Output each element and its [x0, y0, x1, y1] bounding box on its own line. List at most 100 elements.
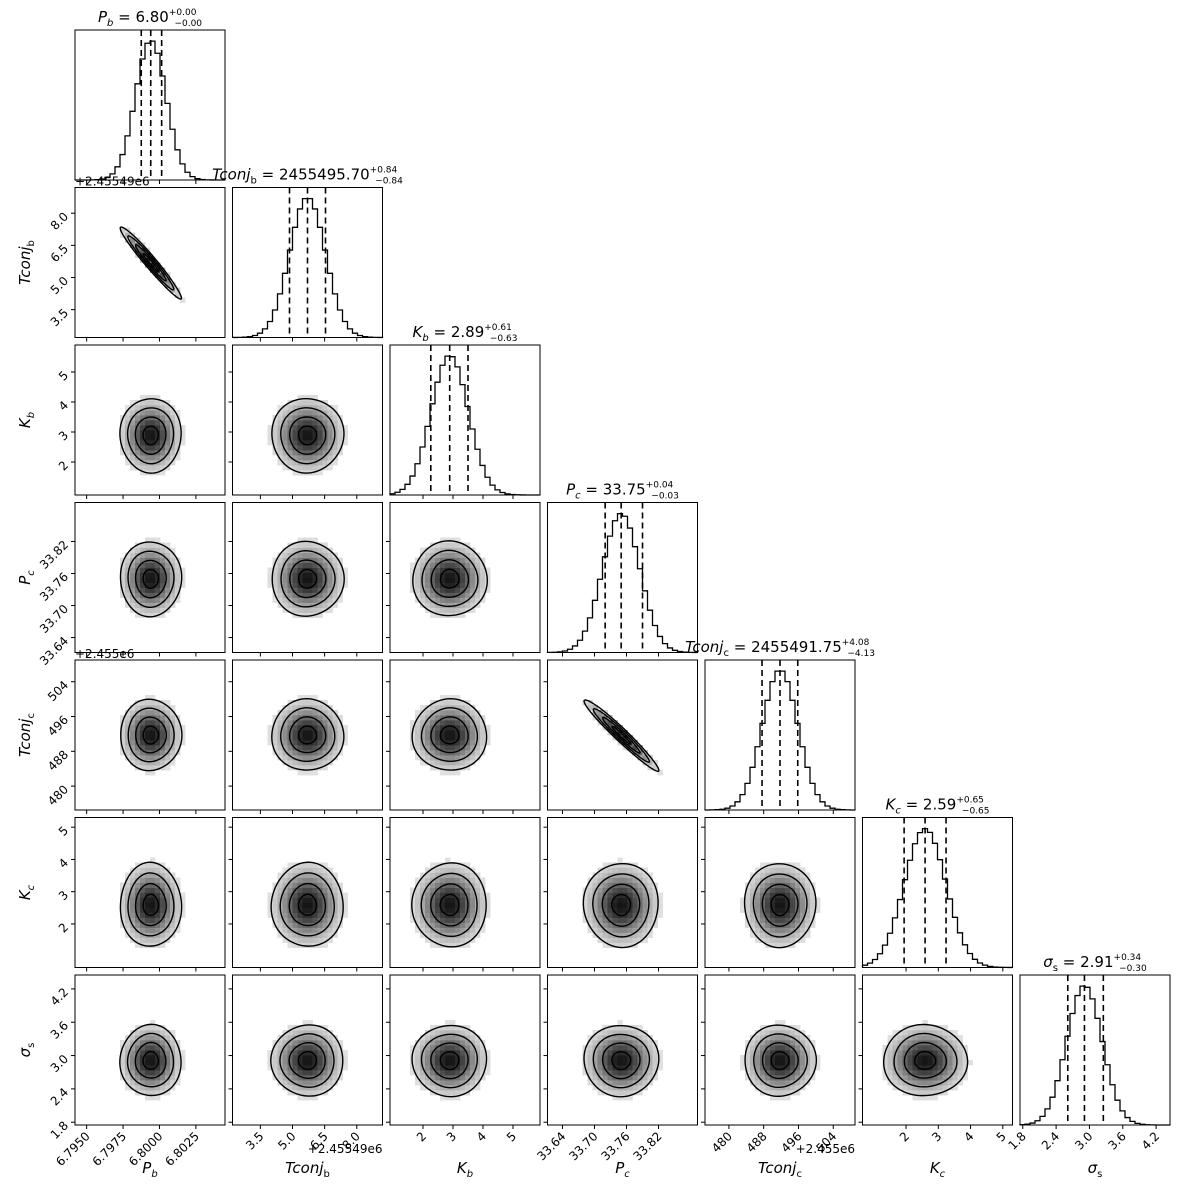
panel-frame [704, 659, 856, 811]
density-Pb-Tconjc [71, 659, 226, 814]
svg-text:5.0: 5.0 [275, 1129, 298, 1152]
y-axis-label-Kc: Kc [16, 884, 37, 900]
x-axis-label-sigmas: σs [1088, 1159, 1103, 1180]
contour-Pb-Tconjc-3 [120, 698, 183, 772]
y-tick-label-Pc-1: 33.70 [37, 602, 71, 636]
svg-text:2.4: 2.4 [48, 1085, 71, 1108]
contour-Pb-sigmas-2 [126, 1032, 175, 1088]
contour-Tconjb-Kb-1 [288, 416, 327, 455]
svg-text:33.76: 33.76 [37, 570, 71, 604]
contour-Tconjc-Kc-0 [770, 893, 790, 917]
y-tick-label-sigmas-4: 4.2 [48, 985, 71, 1008]
y-tick-label-Tconjc-0: 480 [45, 782, 71, 808]
x-axis-label-Pb: Pb [142, 1159, 157, 1180]
svg-text:2.4: 2.4 [1039, 1129, 1062, 1152]
panel-frame [232, 344, 383, 496]
contour-Pb-Tconjb-3 [119, 226, 183, 300]
x-tick-label-sigmas-3: 3.6 [1105, 1129, 1128, 1152]
y-tick-label-Kb-1: 3 [56, 428, 71, 443]
density-Pc-Tconjc [543, 659, 698, 814]
density-Kc-sigmas [858, 974, 1013, 1129]
contour-Kc-sigmas-3 [883, 1023, 969, 1097]
svg-text:4: 4 [56, 398, 71, 413]
title-Tconjb: Tconjb = 2455495.70+0.84−0.84 [212, 166, 403, 187]
histogram-step-Kb [389, 355, 541, 496]
histogram-sigmas [1019, 974, 1171, 1129]
contour-Kb-Tconjc-3 [411, 698, 488, 771]
contour-Tconjb-Kb-2 [280, 407, 336, 465]
density-Pc-Kc [543, 817, 698, 972]
svg-text:5: 5 [504, 1129, 519, 1144]
panel-frame [389, 659, 541, 811]
svg-text:4: 4 [474, 1129, 489, 1144]
y-tick-label-Kc-1: 3 [56, 888, 71, 903]
contour-Pb-Kc-2 [127, 872, 175, 937]
density-Pb-Kb [71, 344, 226, 499]
x-tick-label-Kc-2: 4 [961, 1129, 976, 1144]
x-axis-label-Pc: Pc [615, 1159, 630, 1180]
contour-Pb-Kb-1 [134, 416, 167, 455]
contour-Kc-sigmas-1 [903, 1041, 948, 1079]
contour-Pc-sigmas-3 [583, 1024, 660, 1098]
svg-text:6.8025: 6.8025 [162, 1129, 202, 1169]
panel-frame [74, 29, 226, 181]
panel-frame [547, 659, 698, 811]
density-Pb-sigmas [71, 974, 226, 1129]
histogram-step-sigmas [1019, 985, 1170, 1126]
panel-frame [232, 659, 383, 811]
svg-text:2: 2 [897, 1129, 912, 1144]
density-Pb-Tconjb [71, 187, 226, 342]
contour-Tconjb-Kc-1 [288, 882, 327, 927]
y-axis-label-Pc: Pc [16, 570, 37, 585]
contour-Tconjb-Tconjc-1 [288, 716, 327, 754]
svg-text:33.70: 33.70 [566, 1129, 600, 1163]
svg-text:480: 480 [45, 782, 71, 808]
density-Pc-sigmas [543, 974, 698, 1129]
svg-text:2: 2 [56, 458, 71, 473]
y-tick-label-Tconjc-2: 496 [45, 713, 71, 739]
contour-Tconjb-Tconjc-2 [280, 707, 336, 762]
contour-Pb-Tconjc-2 [127, 707, 175, 763]
panel-frame [389, 974, 541, 1126]
contour-Kc-sigmas-0 [914, 1050, 937, 1071]
svg-text:2: 2 [414, 1129, 429, 1144]
y-tick-label-sigmas-2: 3.0 [48, 1052, 71, 1075]
panel-frame [862, 817, 1013, 968]
y-tick-label-Tconjb-2: 6.5 [48, 242, 71, 265]
svg-text:33.70: 33.70 [37, 602, 71, 636]
title-Kc: Kc = 2.59+0.65−0.65 [885, 796, 989, 817]
contour-Kb-Kc-3 [411, 862, 487, 948]
panel-frame [74, 817, 226, 968]
contour-Kb-Kc-0 [439, 893, 460, 917]
panel-frame [704, 817, 856, 968]
title-Kb: Kb = 2.89+0.61−0.63 [413, 323, 518, 344]
panel-frame [74, 659, 226, 811]
contour-Pb-Pc-2 [127, 550, 175, 609]
x-tick-label-Pc-0: 33.64 [534, 1129, 568, 1163]
x-tick-label-Pb-1: 6.7975 [90, 1129, 130, 1169]
svg-text:3.5: 3.5 [48, 306, 71, 329]
svg-text:6.5: 6.5 [48, 242, 71, 265]
y-tick-label-Kb-3: 5 [56, 368, 71, 383]
x-tick-label-Tconjb-0: 3.5 [243, 1129, 266, 1152]
panel-frame [74, 502, 226, 653]
contour-Tconjb-sigmas-3 [270, 1024, 344, 1097]
y-tick-label-sigmas-1: 2.4 [48, 1085, 71, 1108]
panel-frame [232, 974, 383, 1126]
svg-text:33.82: 33.82 [37, 538, 71, 572]
svg-text:3: 3 [56, 888, 71, 903]
contour-Tconjb-sigmas-1 [288, 1042, 326, 1080]
panel-frame [389, 502, 541, 653]
y-axis-label-Tconjc: Tconjc [16, 713, 37, 757]
x-tick-label-Kb-3: 5 [504, 1129, 519, 1144]
y-tick-label-Tconjb-3: 8.0 [48, 209, 71, 232]
svg-text:4: 4 [961, 1129, 976, 1144]
svg-text:488: 488 [744, 1129, 770, 1155]
contour-Kc-sigmas-2 [893, 1032, 958, 1088]
contour-Pb-Tconjb-2 [127, 235, 175, 291]
x-tick-label-Kc-0: 2 [897, 1129, 912, 1144]
contour-Pc-Kc-0 [611, 893, 632, 917]
contour-Tconjb-sigmas-0 [297, 1050, 318, 1071]
x-offset-text-Tconjc: +2.455e6 [796, 1142, 855, 1156]
contour-Kb-Kc-2 [420, 872, 478, 938]
